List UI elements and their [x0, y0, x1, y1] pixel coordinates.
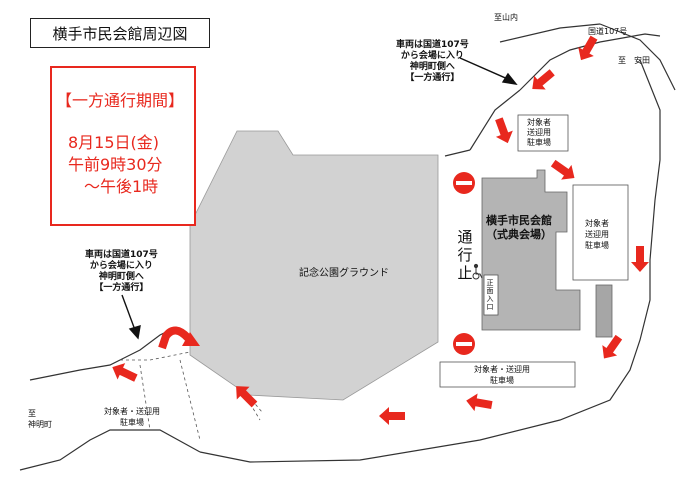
period-time-start: 午前9時30分: [68, 155, 163, 174]
direction-arrow: [550, 159, 575, 180]
city-hall-building: [481, 169, 613, 338]
uturn-arrow: [158, 326, 200, 350]
label-entrance: 正面入口: [486, 279, 494, 311]
label-lot-bottom: 対象者・送迎用 駐車場: [474, 365, 530, 385]
note-pointer-arrows: [121, 57, 518, 340]
direction-arrow: [495, 117, 513, 144]
wheelchair-icon: [472, 263, 483, 280]
label-lot-top: 対象者 送迎用 駐車場: [527, 118, 551, 147]
direction-arrow: [379, 407, 405, 425]
period-time-end: ～午後1時: [84, 177, 159, 196]
map-title: 横手市民会館周辺図: [30, 18, 210, 48]
direction-arrow: [112, 363, 138, 382]
label-lot-right: 対象者 送迎用 駐車場: [585, 219, 609, 250]
label-route107: 国道107号: [588, 27, 628, 36]
note-top-right: 車両は国道107号 から会場に入り 神明町側へ 【一方通行】: [396, 40, 469, 83]
parking-lot-top: [517, 114, 569, 152]
period-date: 8月15日(金): [68, 133, 160, 152]
direction-arrow: [236, 386, 258, 408]
label-ground: 記念公園グラウンド: [299, 268, 389, 279]
parking-lot-bottom: [439, 361, 576, 388]
label-no-entry: 通行止: [457, 228, 473, 282]
direction-arrow: [578, 35, 598, 61]
parking-lot-right: [572, 184, 629, 281]
label-hall: 横手市民会館 （式典会場）: [486, 214, 552, 241]
road-outlines: [19, 23, 676, 471]
label-lot-left: 対象者・送迎用 駐車場: [104, 407, 160, 427]
direction-arrow: [466, 393, 493, 412]
label-to-shinmeicho: 至 神明町: [28, 409, 52, 429]
direction-arrow: [631, 246, 649, 272]
label-to-yasuda: 至 安田: [618, 56, 650, 65]
no-entry-sign: [453, 333, 475, 355]
period-heading: 【一方通行期間】: [56, 91, 185, 110]
label-to-yamauchi: 至山内: [494, 13, 518, 22]
note-left: 車両は国道107号 から会場に入り 神明町側へ 【一方通行】: [85, 250, 158, 293]
no-entry-sign: [453, 172, 475, 194]
memorial-park-ground: [189, 130, 439, 401]
direction-arrow: [532, 69, 555, 90]
direction-arrows: [112, 35, 649, 425]
one-way-period-box: 【一方通行期間】 8月15日(金) 午前9時30分 ～午後1時: [50, 66, 196, 226]
direction-arrow: [602, 334, 623, 359]
